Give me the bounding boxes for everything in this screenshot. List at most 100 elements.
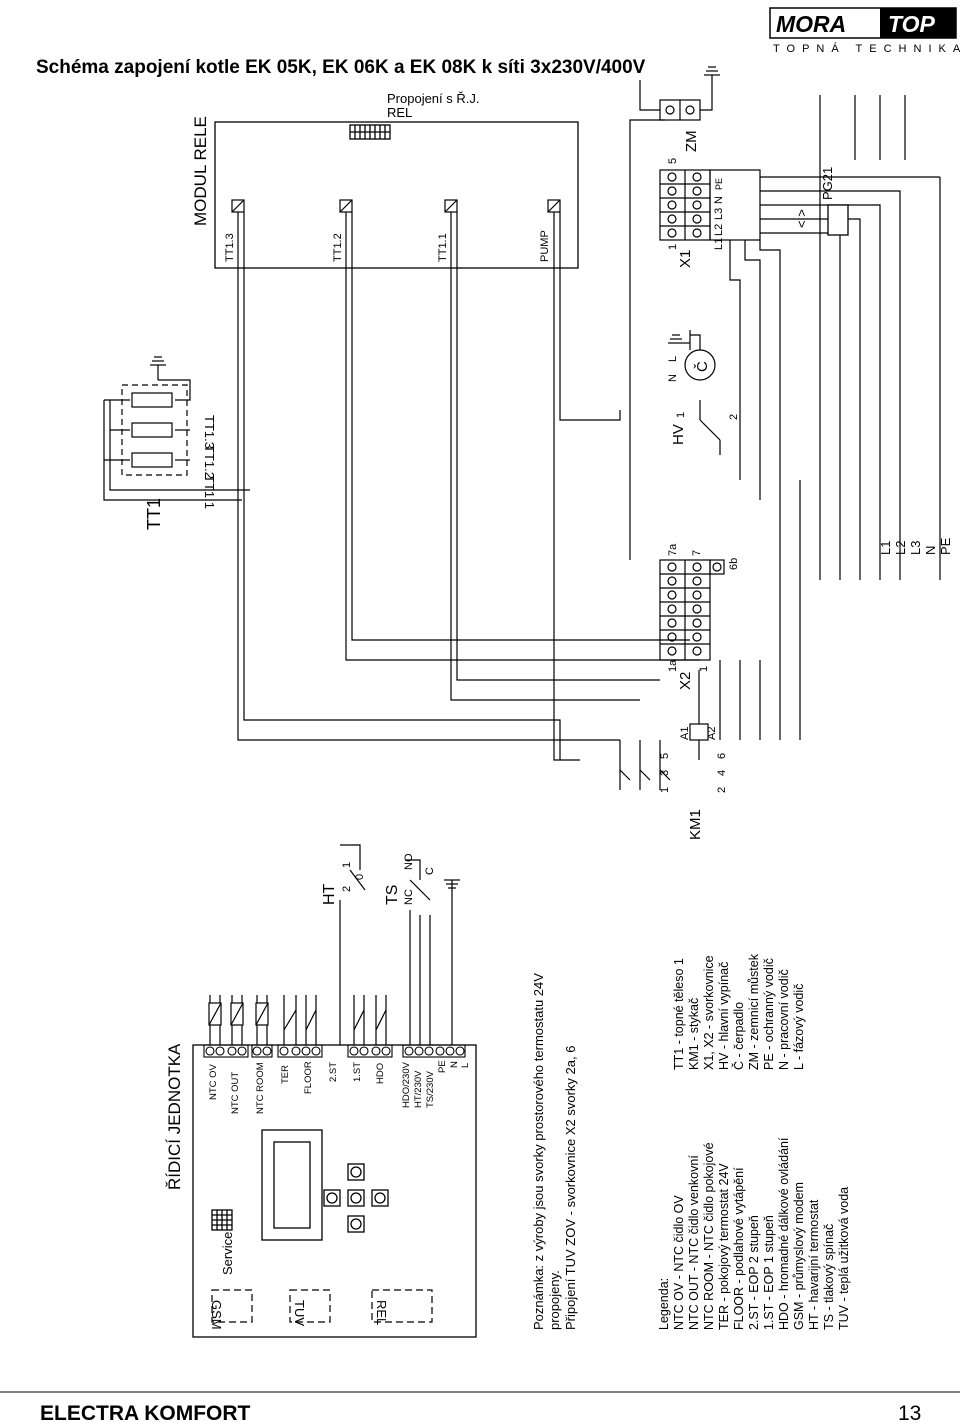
legend-item: TS - tlakový spínač xyxy=(822,1224,836,1330)
x1-terminal-block xyxy=(659,169,761,241)
modul-rele-box xyxy=(214,121,579,269)
legend-item: GSM - průmyslový modem xyxy=(792,1182,806,1330)
wiring xyxy=(103,212,700,761)
logo-tagline: TOPNÁ TECHNIKA xyxy=(773,42,960,55)
ts-nc: NC xyxy=(403,889,415,905)
hv-label: HV xyxy=(670,424,687,445)
ts-no: NO xyxy=(403,853,415,870)
tt1-label: TT1 xyxy=(144,498,164,530)
pg21-arrows: < > xyxy=(794,209,809,228)
service-label: Service xyxy=(220,1232,235,1275)
term-n: N xyxy=(449,1061,460,1068)
km1-a1: A1 xyxy=(679,727,691,740)
pg21-label: PG21 xyxy=(820,167,835,200)
logo-word-mora: MORA xyxy=(776,11,846,37)
tt1-elements xyxy=(131,392,173,468)
term-pe: PE xyxy=(437,1060,448,1073)
ht-pin-0: 0 xyxy=(354,874,366,880)
legend-item: N - pracovní vodič xyxy=(777,969,791,1070)
mains-pe: PE xyxy=(938,537,953,555)
tt1-element-2: TT1.2 xyxy=(202,445,217,479)
term-ntc-out: NTC OUT xyxy=(230,1072,241,1114)
rj-link-label: Propojení s Ř.J. xyxy=(387,91,480,106)
term-1st: 1.ST xyxy=(352,1062,363,1082)
x2-terminal-7: 7 xyxy=(691,550,703,556)
legend-item: FLOOR - podlahové vytápění xyxy=(732,1167,746,1330)
legend-item: X1, X2 - svorkovnice xyxy=(702,955,716,1070)
x1-terminal-first: 1 xyxy=(667,244,679,250)
control-unit-slots xyxy=(211,1289,433,1323)
term-floor: FLOOR xyxy=(303,1061,314,1094)
ht-ts-switches xyxy=(339,844,460,1045)
note-line-2: propojeny. xyxy=(547,1270,562,1330)
mains-wiring xyxy=(729,95,941,580)
x1-label: X1 xyxy=(677,250,694,268)
tt1-element-3: TT1.3 xyxy=(202,415,217,449)
km1-contactor xyxy=(619,480,801,790)
term-2st: 2.ST xyxy=(328,1062,339,1082)
hv-pin-1: 1 xyxy=(675,412,687,418)
moratop-logo: MORA TOP TOPNÁ TECHNIKA xyxy=(769,7,960,55)
legend-item: KM1 - stykač xyxy=(687,998,701,1070)
tt1-dashed-box xyxy=(121,384,188,476)
ts-c: C xyxy=(424,867,436,875)
relay-output-tt13: TT1.3 xyxy=(224,233,236,262)
mains-l3: L3 xyxy=(908,541,923,555)
ht-pin-1: 1 xyxy=(341,862,353,868)
ht-pin-2: 2 xyxy=(341,886,353,892)
note-line-3: Připojení TUV ZOV - svorkovnice X2 svork… xyxy=(563,1046,578,1330)
legend-item: ZM - zemnicí můstek xyxy=(747,953,761,1070)
page-number: 13 xyxy=(898,1402,921,1423)
legend-item: TT1 - topné těleso 1 xyxy=(672,958,686,1070)
legend-item: NTC ROOM - NTC čidlo pokojové xyxy=(702,1142,716,1330)
zm-earth-bridge xyxy=(629,66,720,560)
legend-item: HDO - hromadné dálkové ovládání xyxy=(777,1137,791,1330)
legend-item: PE - ochranný vodič xyxy=(762,958,776,1070)
legend-left: Legenda: NTC OV - NTC čidlo OV NTC OUT -… xyxy=(657,1137,851,1330)
x2-terminal-block xyxy=(659,559,725,661)
legend-item: NTC OV - NTC čidlo OV xyxy=(672,1195,686,1330)
legend-item: HV - hlavní vypínač xyxy=(717,962,731,1070)
pump-l: L xyxy=(667,356,679,362)
x1-terminal-last: 5 xyxy=(667,158,679,164)
x1-terminal-l3: L3 xyxy=(713,208,725,220)
slot-rel: REL xyxy=(374,1300,389,1325)
control-unit-terminals xyxy=(203,1044,466,1058)
hv-pin-2: 2 xyxy=(728,414,740,420)
pump-n: N xyxy=(667,374,679,382)
legend-item: NTC OUT - NTC čidlo venkovní xyxy=(687,1155,701,1330)
km1-pin-3: 3 xyxy=(659,770,671,776)
footer-title: ELECTRA KOMFORT xyxy=(40,1402,251,1423)
rj-link-rel: REL xyxy=(387,105,412,120)
zm-label: ZM xyxy=(683,130,700,152)
term-ter: TER xyxy=(280,1065,291,1084)
control-unit-title: ŘÍDICÍ JEDNOTKA xyxy=(165,1043,184,1190)
hv-and-pump xyxy=(668,330,721,455)
pg21-gland xyxy=(827,204,849,236)
km1-a2: A2 xyxy=(706,727,718,740)
x1-terminal-l2: L2 xyxy=(713,224,725,236)
pump-symbol: Č xyxy=(694,361,711,372)
km1-pin-5: 5 xyxy=(659,753,671,759)
relay-output-tt12: TT1.2 xyxy=(332,233,344,262)
km1-pin-4: 4 xyxy=(716,770,728,776)
slot-gsm: GSM xyxy=(209,1300,224,1330)
control-unit xyxy=(192,1044,477,1338)
x1-terminal-l1: L1 xyxy=(713,238,725,250)
ht-label: HT xyxy=(321,883,338,905)
term-ht-230v: HT/230V xyxy=(413,1070,424,1108)
page-title: Schéma zapojení kotle EK 05K, EK 06K a E… xyxy=(36,57,646,78)
mains-n: N xyxy=(923,546,938,555)
term-ntc-ov: NTC OV xyxy=(208,1063,219,1100)
term-ts-230v: TS/230V xyxy=(425,1070,436,1108)
legend-item: Č - čerpadlo xyxy=(731,1002,746,1070)
relay-output-pump: PUMP xyxy=(539,230,551,262)
sensor-inputs xyxy=(208,995,387,1045)
term-ntc-room: NTC ROOM xyxy=(255,1062,266,1114)
x2-terminal-7a: 7a xyxy=(667,543,679,556)
mains-l2: L2 xyxy=(893,541,908,555)
legend-item: 2.ST - EOP 2 stupeň xyxy=(747,1215,761,1330)
mains-l1: L1 xyxy=(878,541,893,555)
ts-label: TS xyxy=(384,885,401,905)
